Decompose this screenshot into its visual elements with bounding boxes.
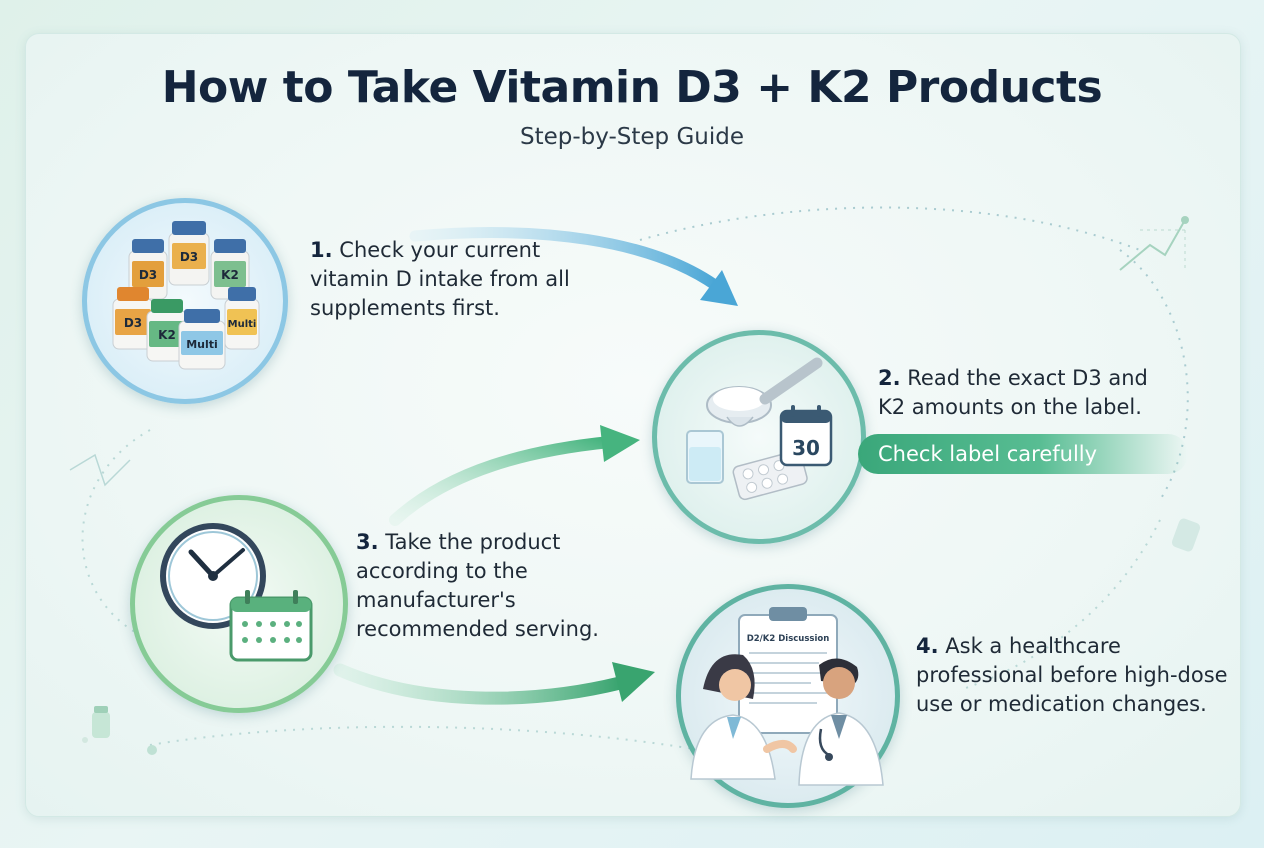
- step-line: professional before high-dose: [916, 663, 1228, 687]
- bottle-label: D3: [139, 268, 157, 282]
- calendar-number: 30: [792, 436, 820, 460]
- scoop-glass-calendar-icon: 30: [686, 357, 833, 501]
- step-line: Check your current: [339, 238, 541, 262]
- page-title: How to Take Vitamin D3 + K2 Products: [161, 62, 1103, 113]
- step-number: 4.: [916, 634, 939, 658]
- arrow-step1-to-step2: [409, 227, 721, 291]
- step-line: manufacturer's: [356, 588, 516, 612]
- step-3-text: 3. Take the product according to the man…: [356, 528, 599, 644]
- bottle-label: K2: [158, 328, 176, 342]
- step-line: according to the: [356, 559, 528, 583]
- bottle-label: D3: [124, 316, 142, 330]
- small-bottle-icon: [92, 706, 110, 738]
- step-2-illustration: 30: [652, 330, 866, 544]
- arrow-step3-to-step4: [333, 663, 627, 705]
- supplement-bottles-icon: D3 D3 K2 D3 K2: [112, 221, 260, 370]
- bottle-label: Multi: [228, 319, 257, 330]
- step-line: Read the exact D3 and: [907, 366, 1148, 390]
- step-3-illustration: [130, 495, 348, 713]
- small-capsule-icon: [1171, 518, 1201, 552]
- step-4-illustration: D2/K2 Discussion: [676, 584, 900, 808]
- step-number: 1.: [310, 238, 333, 262]
- step-line: Ask a healthcare: [945, 634, 1121, 658]
- step-line: supplements first.: [310, 296, 500, 320]
- step-line: vitamin D intake from all: [310, 267, 570, 291]
- step-4-text: 4. Ask a healthcare professional before …: [916, 632, 1228, 719]
- bottle-label: D3: [180, 250, 198, 264]
- step-1-text: 1. Check your current vitamin D intake f…: [310, 236, 570, 323]
- step-line: recommended serving.: [356, 617, 599, 641]
- dotted-path: [639, 206, 1141, 251]
- page-subtitle: Step-by-Step Guide: [520, 124, 744, 150]
- step-number: 3.: [356, 530, 379, 554]
- bottle-label: Multi: [186, 338, 218, 351]
- step-line: K2 amounts on the label.: [878, 395, 1142, 419]
- bottle-label: K2: [221, 268, 239, 282]
- step-line: use or medication changes.: [916, 692, 1207, 716]
- clock-calendar-icon: [160, 523, 313, 662]
- step-number: 2.: [878, 366, 901, 390]
- step-1-illustration: D3 D3 K2 D3 K2: [82, 198, 288, 404]
- step-line: Take the product: [385, 530, 561, 554]
- step-2-text: 2. Read the exact D3 and K2 amounts on t…: [878, 364, 1148, 422]
- doctor-consultation-icon: D2/K2 Discussion: [690, 607, 884, 786]
- check-label-badge: Check label carefully: [858, 434, 1188, 474]
- clipboard-title: D2/K2 Discussion: [747, 634, 830, 644]
- arrow-step3-to-step2: [389, 436, 616, 526]
